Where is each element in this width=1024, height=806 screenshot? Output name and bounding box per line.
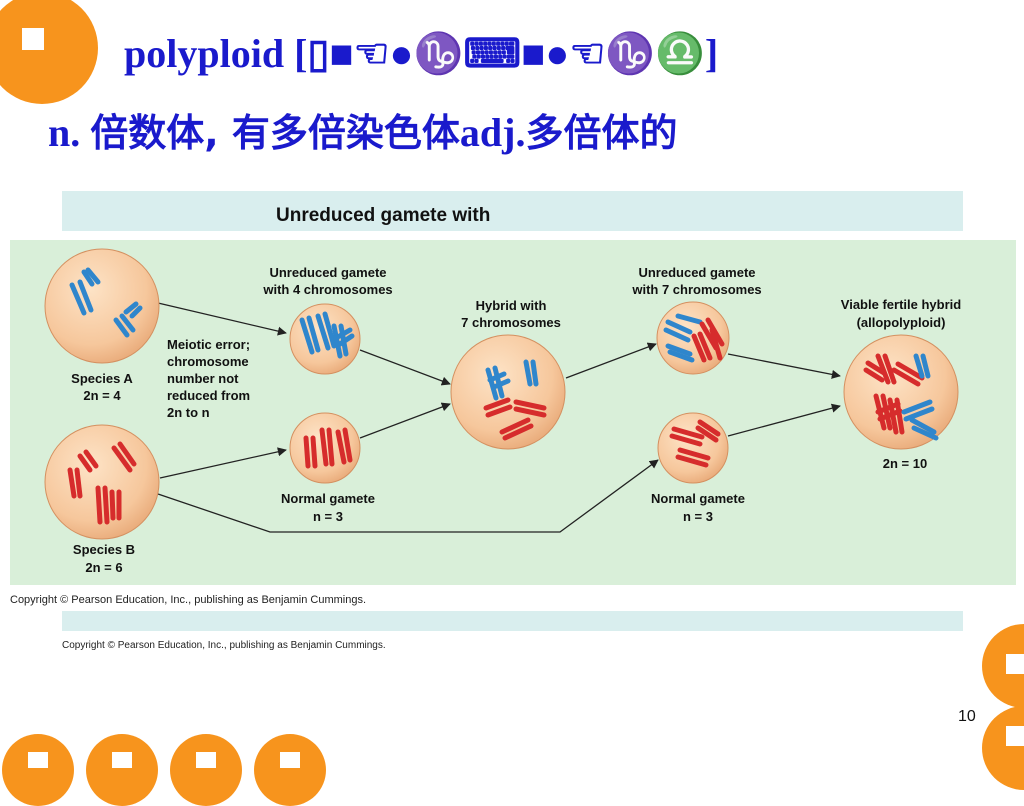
label-species-b-name: Species B [73,542,135,557]
unreduced-gamete-7 [656,301,730,375]
label-normal-n3-left: n = 3 [313,509,343,524]
definition-noun: 倍数体, 有多倍染色体 [90,111,460,155]
label-unreduced-7-line2: with 7 chromosomes [631,282,761,297]
arrow-unreduced-to-hybrid [359,349,451,386]
unreduced-gamete-4 [289,303,361,375]
copyright-figure: Copyright © Pearson Education, Inc., pub… [10,594,367,606]
label-normal-n3-right: n = 3 [683,509,713,524]
label-meiotic-error-1: Meiotic error; [167,337,250,352]
label-unreduced-7-line1: Unreduced gamete [638,265,755,280]
label-hybrid-line1: Hybrid with [476,298,547,313]
label-final-2n: 2n = 10 [883,456,927,471]
slide-title-term: polyploid [▯■☜●♑⌨■●☜♑♎] [124,31,719,76]
label-meiotic-error-2: chromosome [167,354,249,369]
normal-gamete-left [289,412,361,484]
label-unreduced-4-line2: with 4 chromosomes [262,282,392,297]
figure-header-band [62,191,963,231]
label-species-b-2n: 2n = 6 [85,560,122,575]
label-viable-line2: (allopolyploid) [857,315,946,330]
figure-header-label: Unreduced gamete with [276,205,491,226]
arrow-speciesB-to-normal [159,447,287,479]
arrow-normal-to-hybrid [359,402,451,439]
pos-adj: adj. [459,110,526,155]
normal-gamete-right [657,412,729,484]
viable-hybrid-cell [843,334,959,450]
polyploidy-diagram: Unreduced gamete with 4 chromosomes Hybr… [10,240,1016,585]
label-viable-line1: Viable fertile hybrid [841,297,961,312]
arrow-unreduced7-to-viable [727,353,841,379]
slide-title-definition: n. 倍数体, 有多倍染色体adj.多倍体的 [48,102,678,157]
process-arrows [157,302,841,533]
arrow-speciesA-to-unreduced [157,302,287,336]
label-meiotic-error-3: number not [167,371,239,386]
label-species-a-name: Species A [71,371,133,386]
label-normal-gamete-right: Normal gamete [651,491,745,506]
pos-noun: n. [48,110,91,155]
definition-adj: 多倍体的 [525,111,678,155]
species-a-cell [44,248,160,364]
hybrid-7-cell [450,334,566,450]
figure-footer-band [62,611,963,631]
copyright-slide: Copyright © Pearson Education, Inc., pub… [62,640,386,651]
label-normal-gamete-left: Normal gamete [281,491,375,506]
decor-circle-top-left [0,0,98,104]
label-meiotic-error-5: 2n to n [167,405,210,420]
arrow-normal-right-to-viable [727,403,841,437]
label-unreduced-4-line1: Unreduced gamete [269,265,386,280]
label-meiotic-error-4: reduced from [167,388,250,403]
page-number: 10 [958,708,976,725]
arrow-speciesB-to-normal-right [157,459,659,533]
arrow-hybrid-to-unreduced7 [565,342,657,379]
species-b-cell [44,424,160,540]
label-hybrid-line2: 7 chromosomes [461,315,561,330]
label-species-a-2n: 2n = 4 [83,388,121,403]
